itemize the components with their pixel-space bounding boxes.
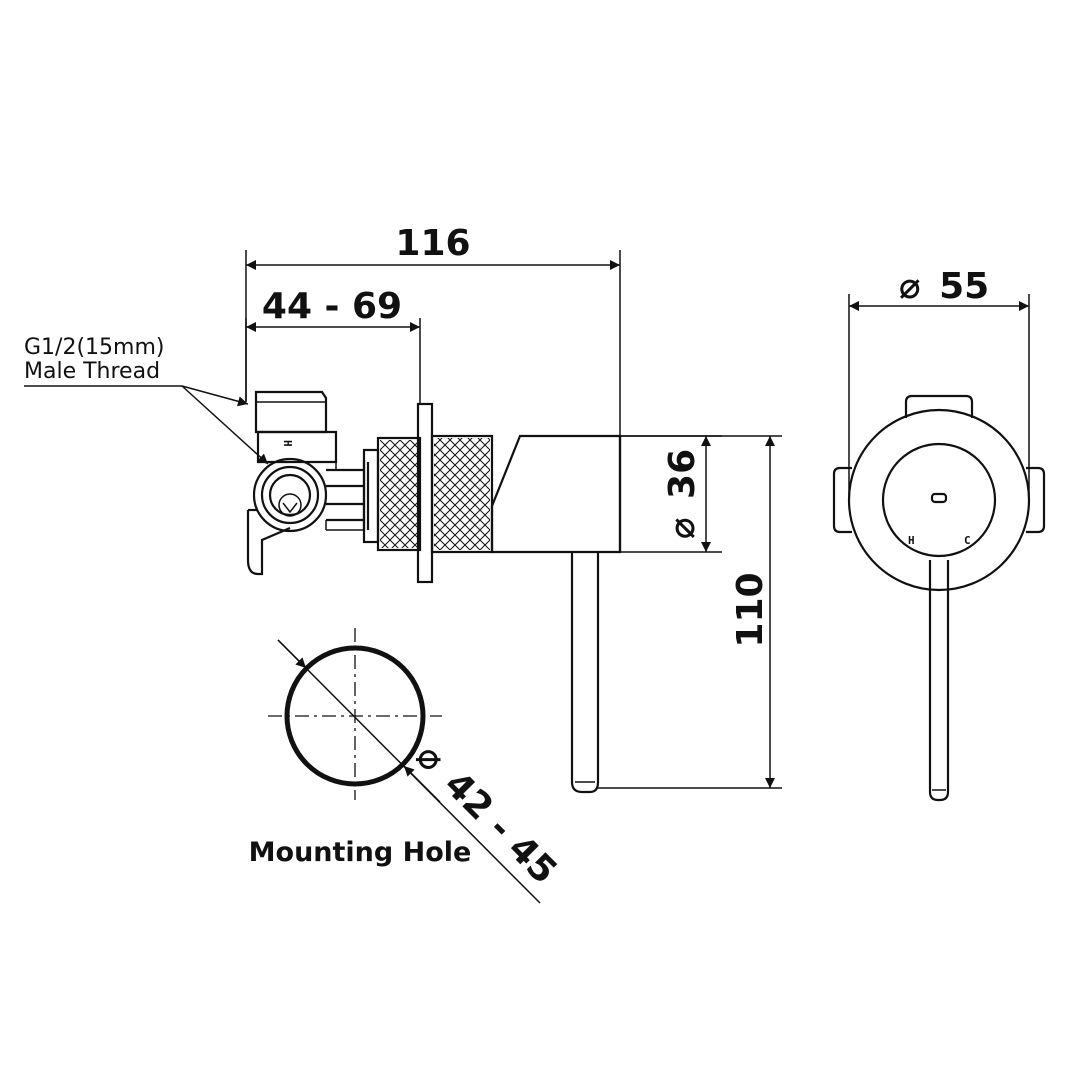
lever-body: [490, 434, 622, 794]
dim-44-69-text: 44 - 69: [262, 286, 402, 327]
dia-symbol-55: ⌀: [899, 266, 921, 307]
cover-plate: [847, 408, 1031, 592]
valve-hot-mark: H: [281, 440, 294, 447]
dim-cover-diameter: ⌀ 55: [848, 266, 1030, 500]
side-view: H: [24, 223, 782, 794]
dim-height: 110: [598, 435, 782, 789]
thread-callout: G1/2(15mm) Male Thread: [24, 335, 269, 465]
dim-overall-depth: 116: [245, 223, 621, 436]
svg-text:⌀ 42 - 45: ⌀ 42 - 45: [408, 736, 565, 893]
thread-label-line2: Male Thread: [24, 359, 160, 384]
knurled-handle: [430, 434, 494, 554]
dim-body-diameter: ⌀ 36: [620, 435, 722, 553]
dia-symbol-mount: ⌀: [408, 736, 452, 780]
mounting-hole-view: ⌀ 42 - 45 Mounting Hole: [249, 628, 565, 904]
handle-disc: [881, 442, 997, 558]
dia-symbol-36: ⌀: [662, 517, 703, 539]
mounting-hole-circle: [284, 645, 426, 787]
dim-55-text: 55: [939, 266, 989, 307]
svg-text:⌀ 36: ⌀ 36: [662, 449, 703, 539]
cartridge-sleeve: [362, 436, 422, 552]
dim-42-45-text: 42 - 45: [436, 764, 564, 892]
cold-mark: C: [964, 534, 971, 547]
front-lever: [928, 560, 950, 802]
dim-adjustable-range: 44 - 69: [245, 286, 421, 404]
mounting-hole-label: Mounting Hole: [249, 837, 472, 868]
dim-116-text: 116: [395, 223, 470, 264]
hot-mark: H: [908, 534, 915, 547]
front-view: H C ⌀ 55: [832, 266, 1046, 802]
svg-text:⌀ 55: ⌀ 55: [899, 266, 989, 307]
dim-36-text: 36: [662, 449, 703, 499]
valve-body: H: [246, 390, 366, 576]
dim-110-text: 110: [730, 572, 771, 647]
thread-label-line1: G1/2(15mm): [24, 335, 164, 360]
